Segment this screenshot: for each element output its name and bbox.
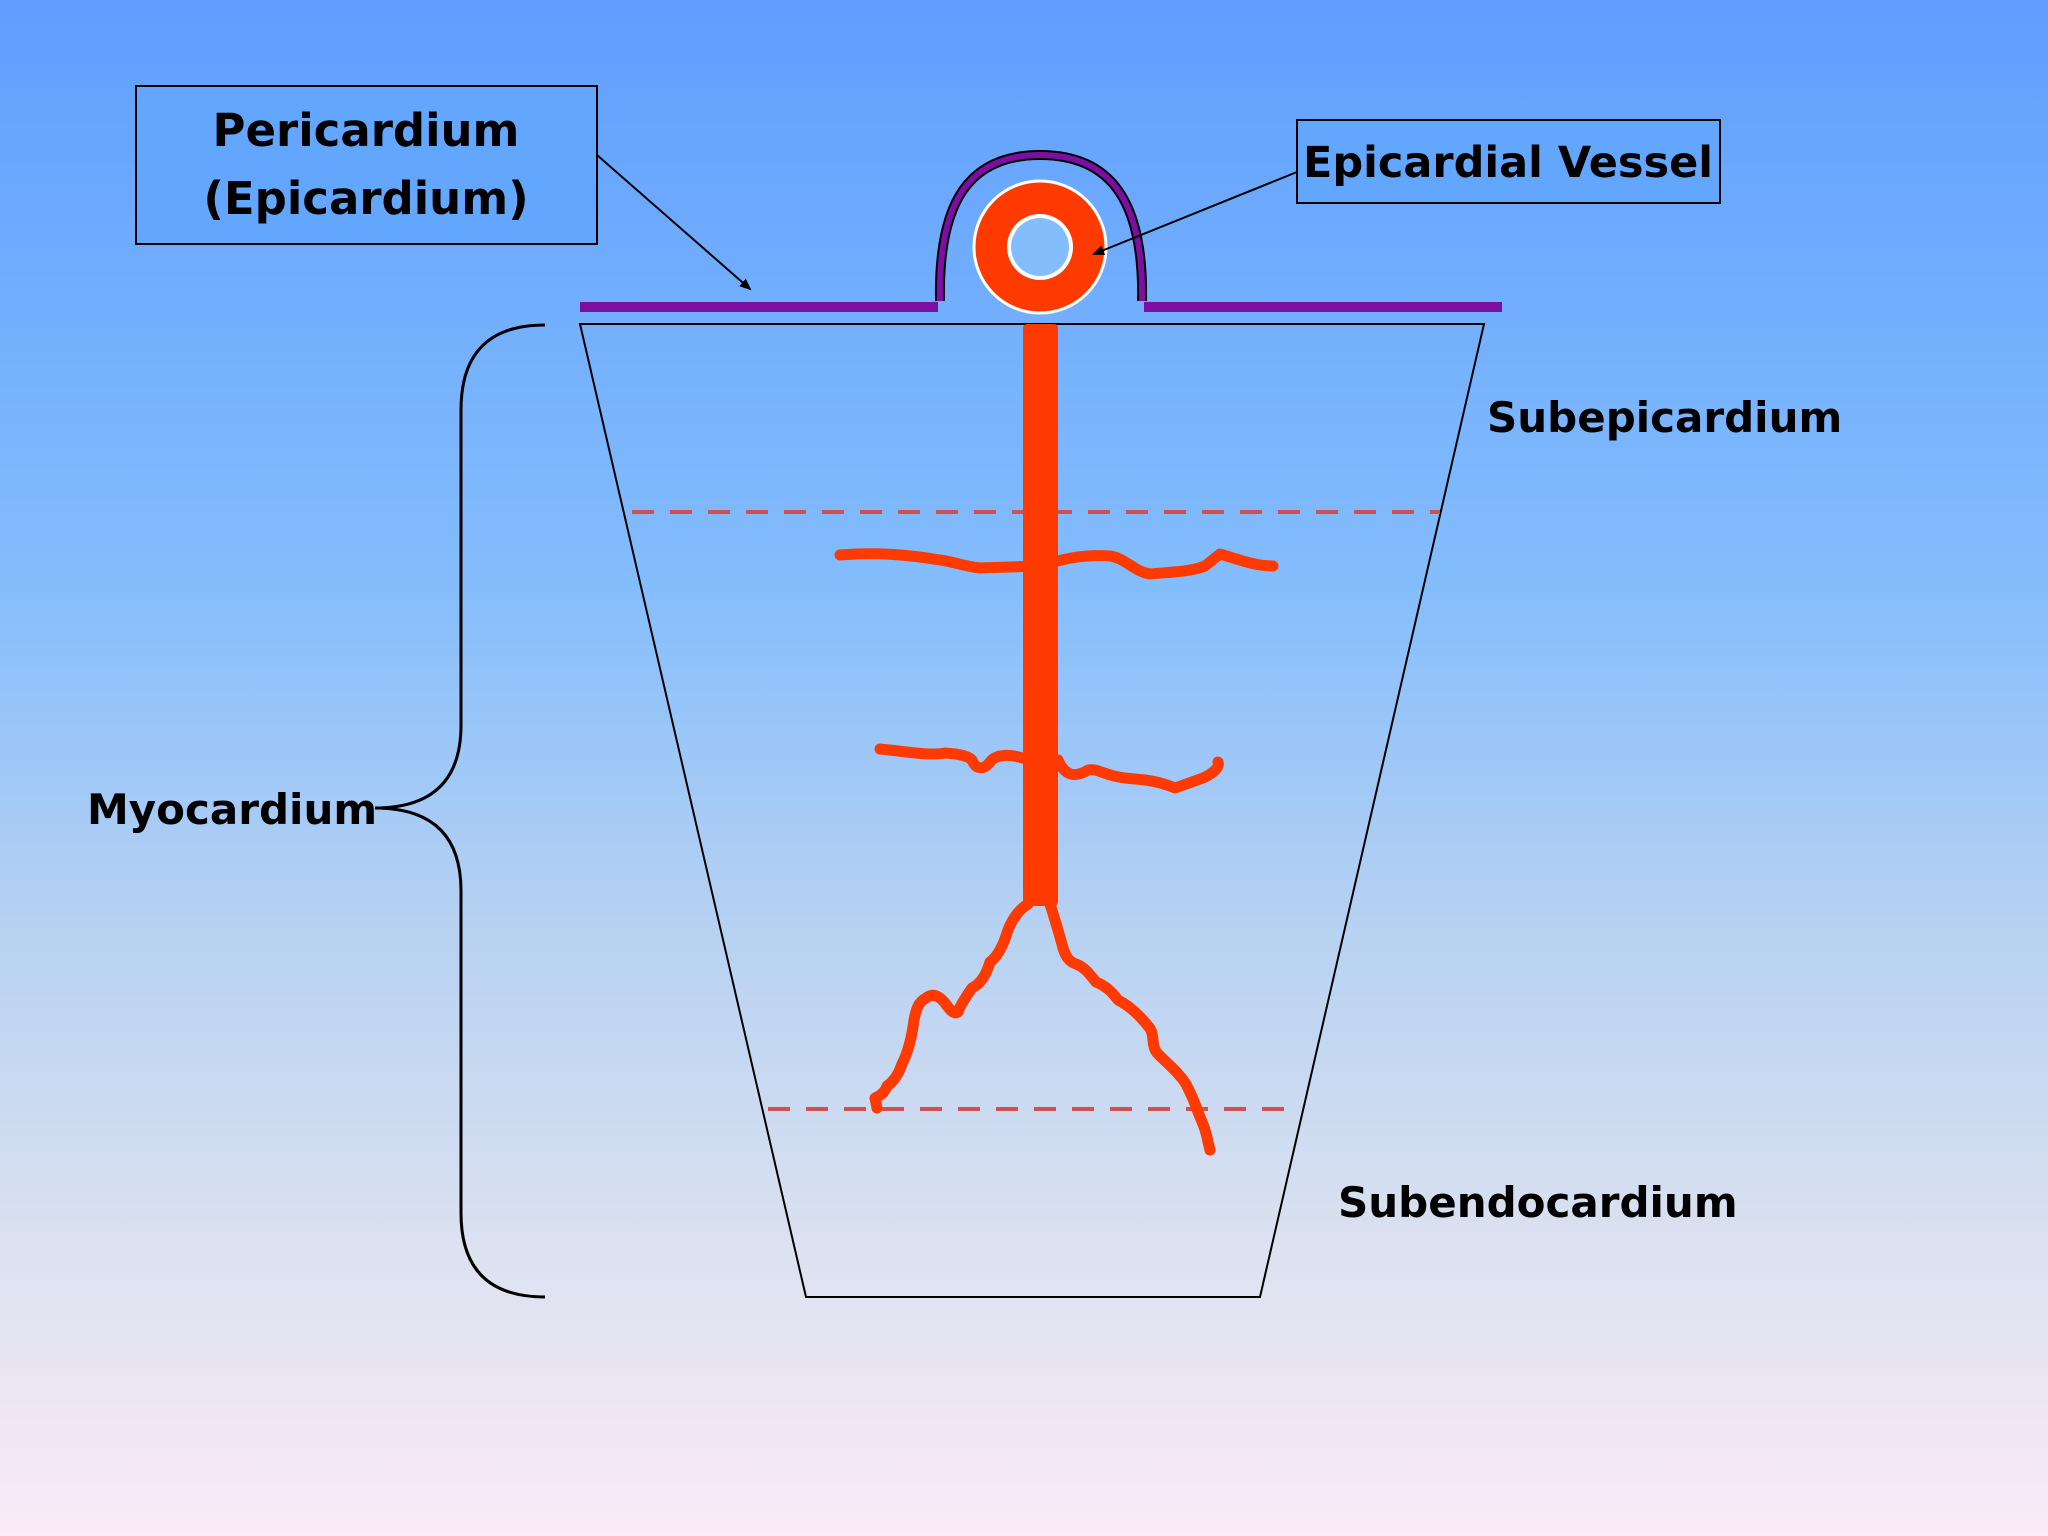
myocardium-brace bbox=[374, 323, 546, 1299]
subepicardium-label: Subepicardium bbox=[1487, 393, 1842, 442]
pericardium-label-line1: Pericardium bbox=[213, 104, 520, 157]
lower-left-branch bbox=[869, 898, 1034, 1114]
middle-branch bbox=[874, 743, 1224, 794]
pericardium-label-line2: (Epicardium) bbox=[203, 172, 528, 225]
epicardial-vessel-label: Epicardial Vessel bbox=[1303, 138, 1713, 188]
upper-branch bbox=[834, 548, 1279, 580]
epicardial-vessel-pointer-arrow bbox=[1092, 171, 1298, 255]
pericardium-label-box: Pericardium (Epicardium) bbox=[135, 85, 598, 245]
myocardium-label: Myocardium bbox=[87, 785, 377, 834]
penetrating-artery bbox=[1023, 324, 1058, 906]
lower-right-branch bbox=[1044, 898, 1216, 1156]
epicardial-vessel bbox=[972, 179, 1108, 315]
pericardium-membrane bbox=[580, 149, 1502, 312]
myocardium-wall bbox=[578, 323, 1486, 1298]
epicardial-vessel-label-box: Epicardial Vessel bbox=[1296, 119, 1721, 204]
subendocardium-label: Subendocardium bbox=[1338, 1178, 1738, 1227]
pericardium-pointer-arrow bbox=[596, 154, 752, 291]
